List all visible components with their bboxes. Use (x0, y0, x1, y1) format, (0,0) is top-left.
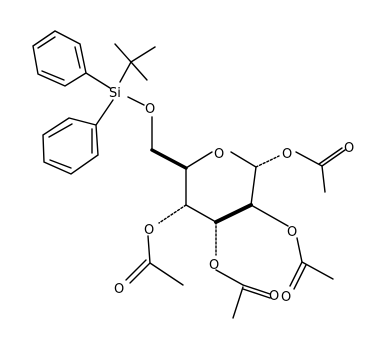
tert-butyl-group (114, 43, 156, 83)
pyranose-ring (185, 151, 257, 224)
c4-acetate (125, 204, 187, 286)
c1-acetate (255, 147, 346, 193)
c3-acetate (215, 221, 271, 319)
atom-label-o-silyl: O (145, 102, 155, 117)
atom-label-si: Si (109, 86, 121, 101)
phenyl-ring-upper (32, 30, 111, 89)
atom-label-o-c3: O (209, 258, 219, 273)
atom-label-o-c4-carbonyl: O (114, 282, 124, 297)
si-o-bond (127, 96, 145, 106)
atom-label-o-c3-carbonyl: O (269, 289, 279, 304)
phenyl-ring-lower (42, 99, 114, 175)
atom-label-o-c1-carbonyl: O (344, 141, 354, 156)
atom-label-o-c2-carbonyl: O (281, 290, 291, 305)
atom-label-o-ring: O (214, 147, 224, 162)
atom-label-o-c4: O (144, 223, 154, 238)
ch2-c5-wedge-bond (150, 148, 188, 170)
atom-label-o-c1: O (282, 147, 292, 162)
atom-label-o-c2: O (287, 225, 297, 240)
c2-acetate (250, 204, 334, 290)
